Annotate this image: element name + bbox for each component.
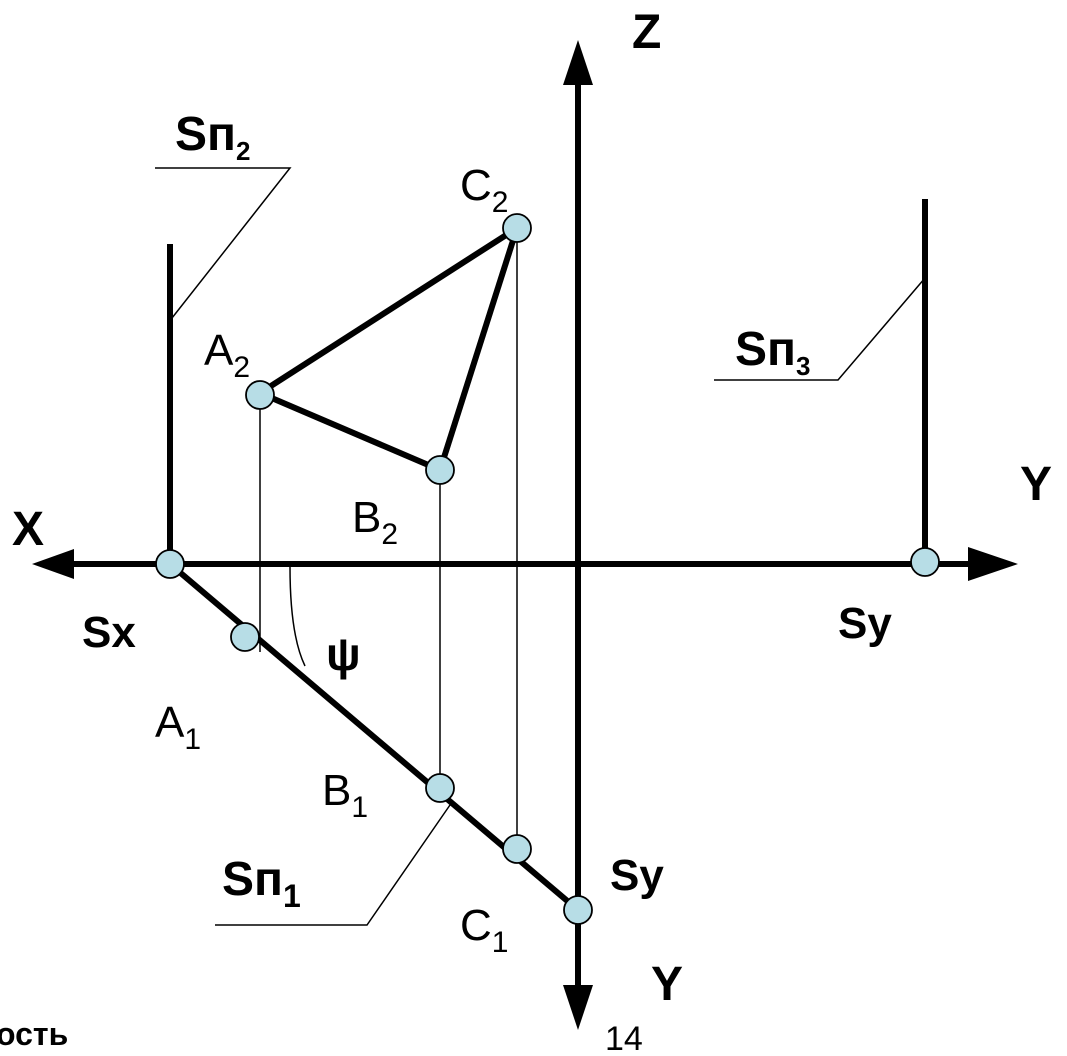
point-c2 (502, 213, 532, 243)
label-sp3: Sп3 (735, 323, 810, 381)
label-sx: Sx (82, 608, 136, 657)
trace-labels: Sп2 Sп3 Sп1 Sx Sy Sy (82, 108, 892, 914)
label-sy-lower: Sy (610, 851, 664, 900)
label-a1: A1 (155, 698, 201, 756)
z-axis-arrowhead (563, 40, 593, 85)
label-c1: C1 (460, 901, 508, 959)
leader-sp2 (155, 167, 292, 319)
axis-labels: Z X Y Y (12, 6, 1052, 1011)
edge-c2-b2 (437, 227, 520, 471)
points (155, 213, 940, 925)
point-sy-right (910, 547, 940, 577)
label-b2: B2 (352, 493, 398, 551)
label-c2: C2 (460, 161, 508, 219)
label-sp2: Sп2 (175, 108, 250, 166)
label-psi: ψ (326, 628, 361, 680)
angle-psi-arc (289, 566, 306, 667)
x-axis-arrowhead (32, 549, 74, 579)
plane-traces (167, 199, 928, 913)
label-y-right: Y (1020, 458, 1052, 511)
label-a2: A2 (204, 326, 250, 384)
axes (32, 40, 1018, 1030)
label-sp1: Sп1 (222, 853, 301, 914)
leader-sp3 (714, 277, 926, 381)
edge-a2-c2 (258, 225, 519, 396)
point-labels: C2 A2 B2 A1 B1 C1 (155, 161, 508, 959)
point-sx (155, 549, 185, 579)
label-x: X (12, 503, 44, 556)
point-c1 (502, 834, 532, 864)
point-a1 (230, 622, 260, 652)
y-axis-down-arrowhead (563, 985, 593, 1030)
point-a2 (245, 380, 275, 410)
label-y-down: Y (651, 958, 683, 1011)
leader-sp1 (215, 804, 451, 926)
leader-lines (155, 167, 926, 926)
triangle-frontal-projection (258, 225, 520, 473)
point-sy-lower (563, 895, 593, 925)
point-b2 (425, 455, 455, 485)
label-b1: B1 (322, 766, 368, 824)
projection-lines (259, 228, 518, 848)
page-number: 14 (605, 1020, 643, 1056)
label-sy-right: Sy (838, 599, 892, 648)
y-axis-right-arrowhead (968, 547, 1018, 581)
edge-a2-b2 (258, 390, 442, 473)
label-z: Z (632, 6, 661, 59)
point-b1 (425, 773, 455, 803)
cut-off-text: ость (0, 1016, 68, 1052)
